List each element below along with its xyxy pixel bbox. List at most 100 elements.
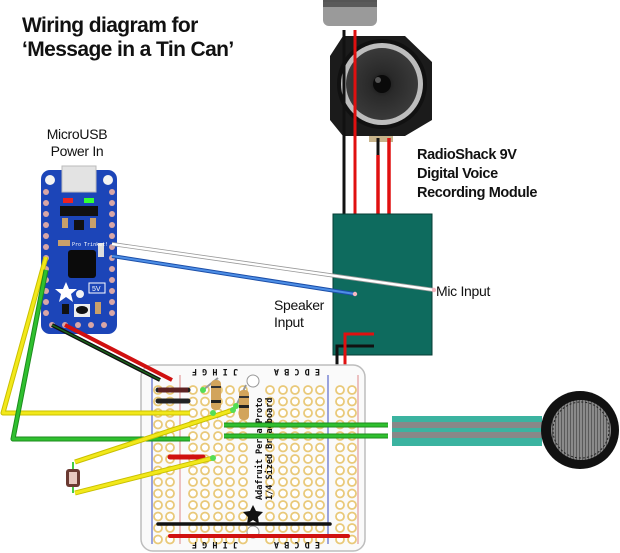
recording-module bbox=[332, 213, 433, 356]
breadboard-pad bbox=[153, 419, 163, 430]
breadboard-pad bbox=[303, 408, 313, 418]
breadboard-pad bbox=[213, 500, 223, 510]
breadboard-pad bbox=[335, 523, 345, 533]
breadboard-label-line2: 1/4 Sized Breadboard bbox=[264, 398, 275, 500]
board-pin bbox=[109, 211, 115, 217]
breadboard-pad bbox=[315, 454, 325, 464]
breadboard-pad bbox=[188, 465, 198, 476]
breadboard-pad bbox=[238, 511, 248, 522]
photoresistor bbox=[66, 462, 80, 493]
board-pin bbox=[109, 277, 115, 283]
breadboard-label-line1: Adafruit Perma-Proto bbox=[254, 398, 265, 500]
breadboard-pad bbox=[238, 488, 248, 499]
voltage-badge: 5V bbox=[92, 286, 101, 293]
breadboard-pad bbox=[225, 396, 235, 407]
breadboard-pad bbox=[290, 396, 300, 407]
breadboard-pad bbox=[165, 511, 175, 522]
breadboard-pad bbox=[200, 431, 210, 441]
breadboard-pad bbox=[303, 385, 313, 395]
speaker-input-line2: Input bbox=[274, 314, 304, 330]
force-sensitive-resistor bbox=[392, 391, 619, 469]
breadboard-pad bbox=[213, 477, 223, 487]
breadboard-pad bbox=[315, 396, 325, 407]
breadboard-pad bbox=[347, 442, 357, 453]
microphone bbox=[323, 0, 377, 26]
breadboard-pad bbox=[278, 396, 288, 407]
breadboard-pad bbox=[153, 500, 163, 510]
module-label-line1: RadioShack 9V bbox=[417, 147, 517, 163]
breadboard-pad bbox=[265, 477, 275, 487]
breadboard-pad bbox=[278, 500, 288, 510]
breadboard-pad bbox=[315, 511, 325, 522]
breadboard-pad bbox=[265, 396, 275, 407]
breadboard-pad bbox=[347, 534, 357, 545]
breadboard-pad bbox=[188, 511, 198, 522]
breadboard-pad bbox=[303, 454, 313, 464]
breadboard-pad bbox=[153, 477, 163, 487]
breadboard-pad bbox=[347, 488, 357, 499]
breadboard-pad bbox=[165, 442, 175, 453]
top-letters-right: E D C B A bbox=[274, 366, 320, 376]
breadboard-pad bbox=[335, 454, 345, 464]
breadboard-pad bbox=[335, 408, 345, 418]
breadboard-pad bbox=[278, 408, 288, 418]
breadboard-pad bbox=[347, 500, 357, 510]
breadboard-pad bbox=[238, 465, 248, 476]
top-letters-left: J I H G F bbox=[192, 366, 238, 376]
board-pin bbox=[88, 322, 94, 328]
breadboard-pad bbox=[200, 396, 210, 407]
breadboard-pad bbox=[225, 385, 235, 395]
mic-input-pin bbox=[431, 287, 437, 293]
breadboard-pad bbox=[265, 385, 275, 395]
breadboard-pad bbox=[278, 442, 288, 453]
breadboard-pad bbox=[153, 534, 163, 545]
breadboard-pad bbox=[265, 511, 275, 522]
breadboard-pad bbox=[265, 500, 275, 510]
board-pin bbox=[109, 288, 115, 294]
breadboard-pad bbox=[290, 511, 300, 522]
breadboard-pad bbox=[315, 442, 325, 453]
bottom-letters-right: E D C B A bbox=[274, 539, 320, 549]
breadboard-pad bbox=[213, 442, 223, 453]
breadboard-pad bbox=[200, 442, 210, 453]
board-pin bbox=[109, 222, 115, 228]
breadboard-pad bbox=[335, 396, 345, 407]
breadboard-pad bbox=[315, 488, 325, 499]
breadboard-pad bbox=[347, 396, 357, 407]
title-line-2: ‘Message in a Tin Can’ bbox=[22, 38, 234, 61]
breadboard-pad bbox=[265, 408, 275, 418]
breadboard-pad bbox=[213, 431, 223, 441]
breadboard-pad bbox=[315, 465, 325, 476]
signal-wires bbox=[0, 242, 435, 496]
breadboard-pad bbox=[265, 465, 275, 476]
board-pin bbox=[109, 200, 115, 206]
breadboard-pad bbox=[213, 488, 223, 499]
breadboard-pad bbox=[238, 500, 248, 510]
breadboard-pad bbox=[225, 477, 235, 487]
breadboard-pad bbox=[290, 385, 300, 395]
breadboard-pad bbox=[335, 477, 345, 487]
breadboard-pad bbox=[200, 477, 210, 487]
breadboard-pad bbox=[188, 408, 198, 418]
breadboard-pad bbox=[347, 465, 357, 476]
board-pin bbox=[109, 266, 115, 272]
breadboard-pad bbox=[278, 511, 288, 522]
title-line-1: Wiring diagram for bbox=[22, 14, 198, 37]
breadboard-pad bbox=[347, 523, 357, 533]
breadboard-pad bbox=[278, 488, 288, 499]
breadboard-pad bbox=[347, 477, 357, 487]
board-pin bbox=[109, 299, 115, 305]
breadboard-pad bbox=[335, 442, 345, 453]
breadboard-pad bbox=[335, 385, 345, 395]
breadboard-pad bbox=[290, 442, 300, 453]
breadboard-pad bbox=[303, 500, 313, 510]
breadboard-text: J I H G F E D C B A J I H G F E D C B A … bbox=[192, 366, 320, 549]
board-pin bbox=[43, 189, 49, 195]
breadboard-pad bbox=[335, 511, 345, 522]
breadboard-pad bbox=[303, 477, 313, 487]
breadboard-pad bbox=[200, 511, 210, 522]
breadboard-pad bbox=[265, 488, 275, 499]
breadboard-pad bbox=[225, 454, 235, 464]
breadboard-pad bbox=[315, 408, 325, 418]
